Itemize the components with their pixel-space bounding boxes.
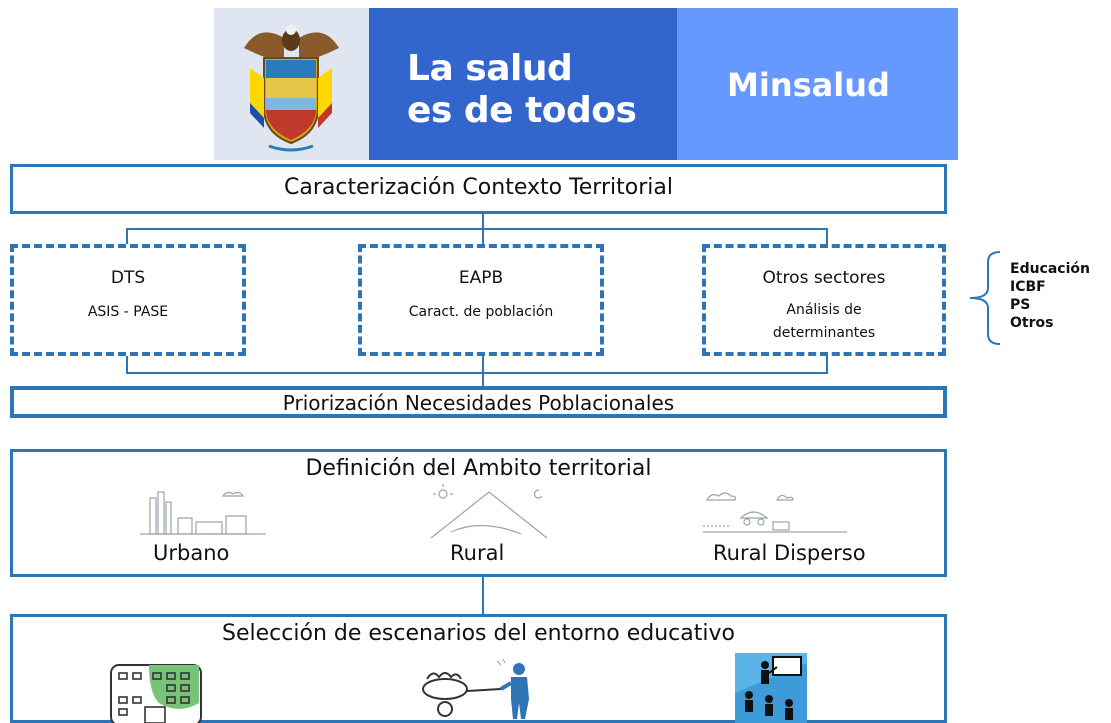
classroom-icon: [735, 653, 807, 723]
coat-of-arms-panel: [214, 8, 369, 160]
terrain-label-urban: Urbano: [153, 541, 230, 565]
terrain-label-rural: Rural: [450, 541, 505, 565]
brace-icon: [969, 251, 1001, 345]
connector-line: [482, 577, 484, 614]
brand-name: Minsalud: [727, 66, 890, 104]
source-title: DTS: [110, 268, 146, 288]
source-subtitle-line-2: determinantes: [772, 325, 876, 341]
sector-list-item: ICBF: [1010, 279, 1046, 295]
connector-line: [482, 228, 484, 244]
context-box: Caracterización Contexto Territorial: [10, 164, 947, 214]
slogan-line-1: La salud: [407, 48, 573, 89]
connector-line: [826, 228, 828, 244]
sector-list-item: Otros: [1010, 315, 1054, 331]
source-subtitle: Caract. de población: [408, 304, 554, 320]
sector-list: Educación ICBF PS Otros: [1010, 260, 1090, 332]
school-building-icon: [110, 664, 202, 723]
connector-line: [126, 356, 128, 374]
city-icon: [140, 491, 266, 535]
source-subtitle: ASIS - PASE: [87, 304, 169, 320]
header-banner: La salud es de todos Minsalud: [214, 8, 958, 160]
vendor-cart-icon: [422, 659, 529, 719]
rural-cart-icon: [703, 492, 847, 533]
terrain-label-rural-disperse: Rural Disperso: [713, 541, 866, 565]
connector-line: [126, 228, 128, 244]
scenarios-box: Selección de escenarios del entorno educ…: [10, 614, 947, 723]
source-box-other-sectors: Otros sectores Análisis de determinantes: [702, 244, 946, 356]
source-subtitle-line-1: Análisis de: [786, 302, 862, 318]
source-box-dts: DTS ASIS - PASE: [10, 244, 246, 356]
source-title: Otros sectores: [762, 268, 886, 288]
mountain-icon: [430, 484, 548, 539]
coat-of-arms-icon: [244, 25, 339, 152]
brand-panel: Minsalud: [677, 8, 958, 160]
source-box-eapb: EAPB Caract. de población: [358, 244, 604, 356]
scenarios-box-title: Selección de escenarios del entorno educ…: [222, 621, 735, 646]
ambit-box-title: Definición del Ambito territorial: [305, 456, 652, 481]
connector-line: [126, 372, 828, 374]
slogan-line-2: es de todos: [407, 90, 637, 131]
priority-box: Priorización Necesidades Poblacionales: [10, 386, 947, 418]
source-title: EAPB: [458, 268, 504, 288]
connector-line: [126, 228, 828, 230]
connector-line: [826, 356, 828, 374]
connector-line: [482, 356, 484, 386]
sector-list-item: Educación: [1010, 261, 1090, 277]
connector-line: [482, 214, 484, 228]
priority-box-title: Priorización Necesidades Poblacionales: [282, 391, 675, 415]
context-box-title: Caracterización Contexto Territorial: [284, 175, 673, 200]
slogan-panel: La salud es de todos: [369, 8, 677, 160]
ambit-box: Definición del Ambito territorial: [10, 449, 947, 577]
sector-list-item: PS: [1010, 297, 1031, 313]
